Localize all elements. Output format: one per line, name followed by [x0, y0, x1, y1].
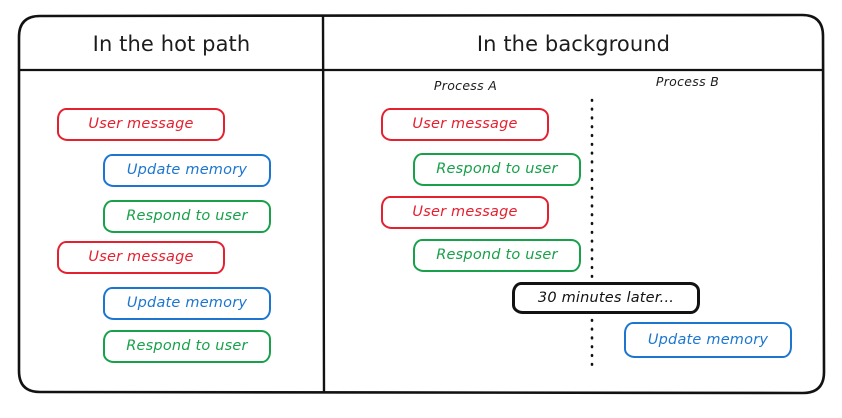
node-label: Respond to user — [126, 338, 248, 355]
node-label: Update memory — [647, 331, 769, 348]
panel-title-right-text: In the background — [476, 32, 671, 56]
node-respond-to-user[interactable]: Respond to user — [413, 239, 581, 272]
node-update-memory[interactable]: Update memory — [103, 287, 271, 320]
node-label: Update memory — [126, 162, 248, 179]
process-a-label-text: Process A — [433, 78, 498, 93]
node-user-message[interactable]: User message — [57, 241, 225, 274]
node-user-message[interactable]: User message — [381, 196, 549, 229]
node-respond-to-user[interactable]: Respond to user — [103, 330, 271, 363]
node-respond-to-user[interactable]: Respond to user — [413, 153, 581, 186]
panel-title-left: In the hot path — [20, 32, 323, 56]
process-b-label: Process B — [620, 74, 755, 89]
node-time-marker[interactable]: 30 minutes later... — [512, 282, 700, 314]
node-label: Respond to user — [436, 247, 558, 264]
node-user-message[interactable]: User message — [57, 108, 225, 141]
node-label: Respond to user — [436, 161, 558, 178]
panel-title-left-text: In the hot path — [92, 32, 251, 56]
panel-divider — [321, 14, 326, 394]
node-label: User message — [412, 116, 518, 133]
panel-title-right: In the background — [325, 32, 822, 56]
node-label: Respond to user — [126, 208, 248, 225]
process-b-label-text: Process B — [655, 74, 720, 89]
node-label: 30 minutes later... — [537, 289, 675, 306]
node-user-message[interactable]: User message — [381, 108, 549, 141]
process-a-label: Process A — [398, 78, 533, 93]
node-label: Update memory — [126, 295, 248, 312]
node-label: User message — [412, 204, 518, 221]
node-label: User message — [88, 249, 194, 266]
node-update-memory[interactable]: Update memory — [624, 322, 792, 358]
node-label: User message — [88, 116, 194, 133]
node-update-memory[interactable]: Update memory — [103, 154, 271, 187]
node-respond-to-user[interactable]: Respond to user — [103, 200, 271, 233]
